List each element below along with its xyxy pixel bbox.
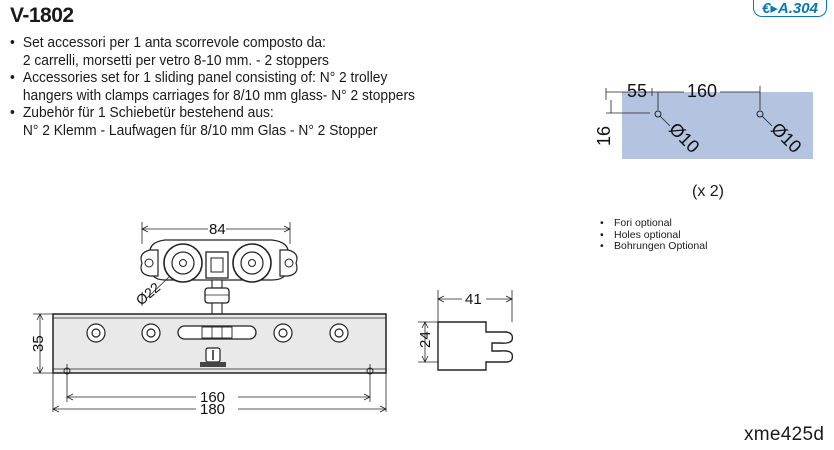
holes-note: Fori optional — [600, 217, 707, 230]
wheel — [232, 243, 272, 283]
wheel — [163, 243, 203, 283]
dim-180: 180 — [200, 401, 225, 418]
document-code: xme425d — [744, 424, 825, 445]
description-line: Accessories set for 1 sliding panel cons… — [22, 69, 388, 86]
dim-22: Ø22 — [133, 279, 164, 308]
description-line: N° 2 Klemm - Laufwagen für 8/10 mm Glas … — [22, 121, 378, 139]
brand-logo — [200, 347, 226, 367]
description-line: hangers with clamps carriages for 8/10 m… — [22, 86, 415, 104]
trolley-drawing: 84 Ø22 — [30, 221, 387, 418]
glass-panel — [622, 92, 813, 159]
stopper-drawing: 41 24 — [417, 290, 514, 371]
holes-diagram: 55 160 16 Ø10 Ø10 — [594, 81, 813, 159]
holes-note: Bohrungen Optional — [600, 240, 707, 253]
holes-notes: Fori optional Holes optional Bohrungen O… — [600, 217, 707, 253]
arrow-right-icon: ▸ — [770, 0, 778, 17]
description-line: 2 carrelli, morsetti per vetro 8-10 mm. … — [22, 51, 329, 69]
holes-note: Holes optional — [600, 229, 707, 242]
dim-16: 16 — [594, 126, 614, 146]
price-reference-badge[interactable]: €▸A.304 — [753, 0, 827, 17]
dim-35: 35 — [30, 335, 47, 352]
quantity-multiplier: (x 2) — [692, 183, 724, 200]
dim-24: 24 — [417, 331, 434, 348]
hole-marker — [654, 110, 662, 118]
description-english: Accessories set for 1 sliding panel cons… — [10, 69, 488, 104]
description-line: Zubehör für 1 Schiebetür bestehend aus: — [22, 104, 274, 121]
dim-160: 160 — [200, 389, 225, 406]
product-code: V-1802 — [10, 4, 74, 27]
description-italian: Set accessori per 1 anta scorrevole comp… — [10, 34, 488, 69]
product-description: Set accessori per 1 anta scorrevole comp… — [10, 34, 488, 139]
dim-55: 55 — [627, 81, 647, 101]
description-line: Set accessori per 1 anta scorrevole comp… — [22, 34, 326, 51]
dim-160-top: 160 — [687, 81, 717, 101]
hole-marker — [756, 110, 764, 118]
description-german: Zubehör für 1 Schiebetür bestehend aus: … — [10, 104, 488, 139]
euro-icon: € — [762, 0, 771, 17]
price-reference: A.304 — [777, 0, 818, 17]
dim-84: 84 — [209, 221, 226, 238]
dim-41: 41 — [465, 291, 482, 308]
